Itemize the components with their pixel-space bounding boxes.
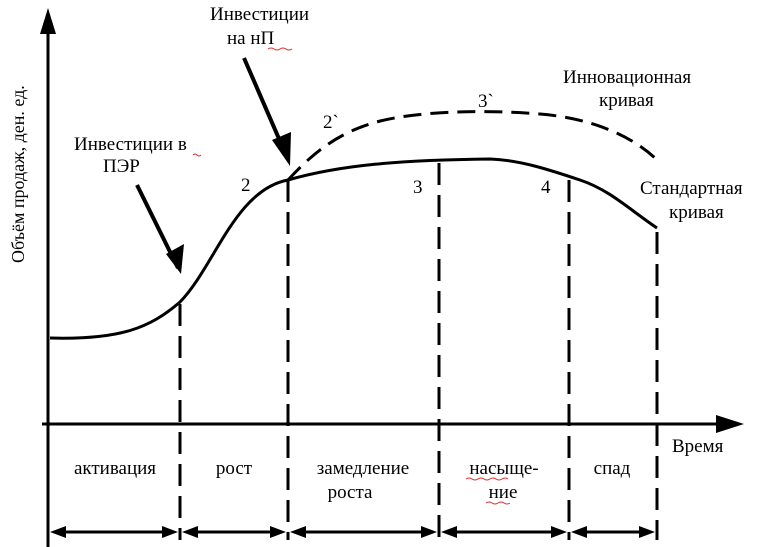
standard-curve-label-2: кривая [669,202,724,223]
x-axis-label: Время [672,436,724,457]
duration-arrow-saturation [441,526,567,538]
stage-boundaries [178,163,659,540]
arrow-investment-rnd-head [166,244,184,274]
stage-slowdown-label-2: роста [328,482,373,503]
arrow-investment-new-head [272,132,291,166]
stage-activation-label: активация [74,458,156,479]
investment-rnd-label-1: Инвестиции в [74,134,187,155]
y-axis-label: Объём продаж, ден. ед. [8,85,28,263]
duration-arrow-activation [50,526,178,538]
duration-arrow-decline [571,526,655,538]
y-axis [40,8,56,547]
point-3-prime-label: 3` [478,91,494,112]
spellcheck-squiggle [465,477,509,481]
spellcheck-squiggle [485,501,511,505]
stage-duration-arrows [50,526,655,538]
x-axis [42,415,744,433]
spellcheck-squiggle [267,47,293,51]
investment-new-label-2: на нП [227,28,275,49]
arrow-investment-new [242,57,285,149]
stage-saturation-label-2: ние [489,482,518,503]
point-2-label: 2 [241,175,251,196]
standard-curve [49,157,658,340]
duration-arrow-growth [182,526,286,538]
stage-growth-label: рост [216,458,253,479]
stage-saturation-label-1: насыще- [469,458,538,479]
duration-arrow-slowdown [290,526,437,538]
investment-rnd-label-2: ПЭР [103,156,140,177]
innovation-curve-label-2: кривая [599,90,654,111]
point-3-label: 3 [413,177,423,198]
standard-curve-label-1: Стандартная [640,178,743,199]
innovation-curve-label-1: Инновационная [563,67,691,88]
spellcheck-squiggle [192,153,202,157]
investment-new-label-1: Инвестиции [210,4,309,25]
point-4-label: 4 [541,177,551,198]
stage-slowdown-label-1: замедление [317,458,410,479]
innovation-curve [286,110,657,182]
stage-decline-label: спад [594,458,631,479]
point-2-prime-label: 2` [323,112,339,133]
